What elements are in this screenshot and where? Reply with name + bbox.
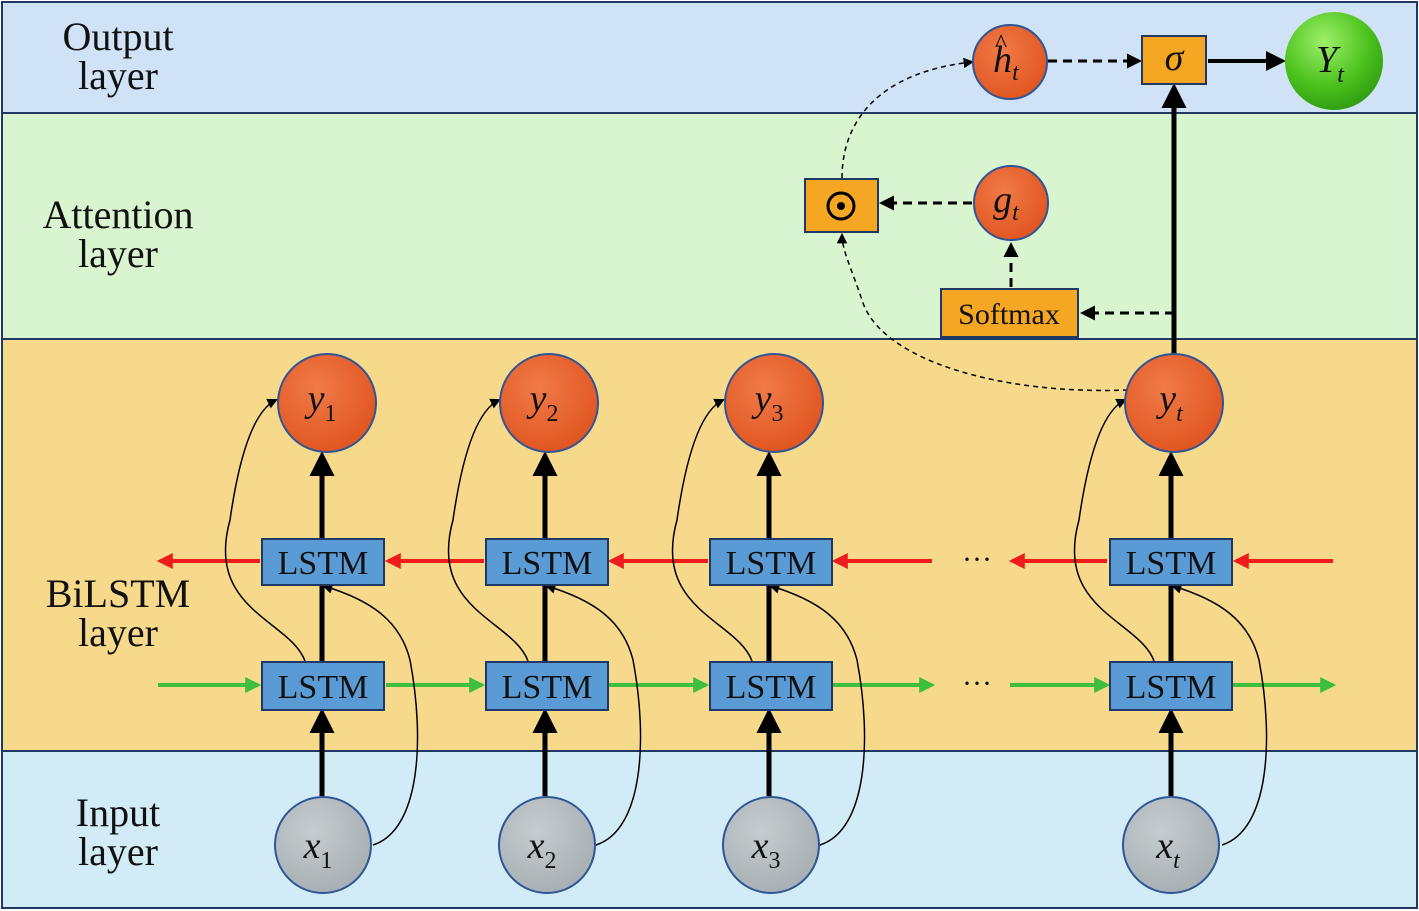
context-node-hhat-accent: ^ bbox=[995, 29, 1007, 58]
context-node-hhat bbox=[972, 24, 1048, 100]
context-node-hhat-label: ht bbox=[993, 39, 1020, 86]
input-node-x3-label: x3 bbox=[751, 825, 781, 874]
forward-lstm-box-2 bbox=[485, 661, 609, 711]
output-nodes: y1 y2 y3 yt bbox=[277, 353, 1224, 453]
backward-lstm-box-1 bbox=[261, 538, 385, 586]
output-node-y3 bbox=[724, 353, 824, 453]
output-node-y2-label: y2 bbox=[526, 378, 559, 427]
output-node-yt-label: yt bbox=[1155, 378, 1184, 427]
output-layer-elements: ht ^ σ Yt bbox=[972, 12, 1383, 110]
sigma-label: σ bbox=[1165, 37, 1185, 79]
input-node-xt-label: xt bbox=[1155, 825, 1181, 874]
input-to-backward-lstm-curve bbox=[1170, 583, 1268, 846]
sigma-box bbox=[1141, 35, 1207, 85]
input-node-xt bbox=[1122, 796, 1220, 894]
attention-layer-label-line1: Attention bbox=[42, 192, 193, 237]
bilstm-layer-label-line2: layer bbox=[78, 610, 158, 655]
bilstm-layer-label-line1: BiLSTM bbox=[46, 571, 190, 616]
yt-to-multiply-dashed-curve bbox=[836, 232, 1129, 392]
backward-lstm-label-t: LSTM bbox=[1126, 545, 1217, 582]
backward-lstm-label-3: LSTM bbox=[726, 545, 817, 582]
input-layer-label-line2: layer bbox=[78, 829, 158, 874]
final-output-node-Yt-label: Yt bbox=[1316, 39, 1345, 88]
output-node-y1 bbox=[277, 353, 377, 453]
output-node-y1-label: y1 bbox=[304, 378, 337, 427]
final-output-node-Yt bbox=[1285, 12, 1383, 110]
forward-lstm-box-1 bbox=[261, 661, 385, 711]
backward-lstm-label-1: LSTM bbox=[278, 545, 369, 582]
multiply-to-hhat-dashed-curve bbox=[841, 57, 975, 179]
forward-lstm-to-output-curve bbox=[224, 398, 306, 662]
output-node-y2 bbox=[499, 353, 599, 453]
backward-lstm-box-2 bbox=[485, 538, 609, 586]
output-node-y3-label: y3 bbox=[751, 378, 784, 427]
input-to-backward-lstm-curve bbox=[768, 583, 866, 846]
attention-weight-node-gt-label: gt bbox=[993, 179, 1020, 226]
ellipsis-forward: ··· bbox=[962, 667, 992, 700]
forward-lstm-label-t: LSTM bbox=[1126, 669, 1217, 706]
input-layer-label-line1: Input bbox=[76, 790, 160, 835]
layer-labels: Output layer Attention layer BiLSTM laye… bbox=[42, 14, 193, 874]
backward-lstm-box-t bbox=[1109, 538, 1233, 586]
forward-lstm-to-output-curve bbox=[447, 398, 529, 662]
input-nodes: x1 x2 x3 xt bbox=[274, 796, 1220, 894]
ellipsis-backward: ··· bbox=[962, 543, 992, 576]
backward-lstm-box-3 bbox=[709, 538, 833, 586]
output-node-yt bbox=[1124, 353, 1224, 453]
input-node-x2-label: x2 bbox=[527, 825, 557, 874]
elementwise-multiply-symbol bbox=[826, 191, 856, 221]
skip-connections bbox=[224, 398, 1268, 846]
attention-layer-label-line2: layer bbox=[78, 231, 158, 276]
input-node-x1 bbox=[274, 796, 372, 894]
output-layer-label-line1: Output bbox=[62, 14, 173, 59]
input-node-x2 bbox=[498, 796, 596, 894]
softmax-box bbox=[940, 288, 1079, 338]
forward-lstm-to-output-curve bbox=[1073, 398, 1155, 662]
vertical-arrows bbox=[309, 83, 1187, 796]
forward-lstm-box-3 bbox=[709, 661, 833, 711]
lstm-boxes: LSTM LSTM LSTM LSTM LSTM LSTM LSTM LSTM bbox=[261, 538, 1233, 711]
input-to-backward-lstm-curve bbox=[544, 583, 642, 846]
input-node-x1-label: x1 bbox=[303, 825, 333, 874]
attention-elements: Softmax gt ⊙ bbox=[804, 165, 1079, 338]
attention-connections bbox=[836, 51, 1286, 392]
forward-lstm-label-3: LSTM bbox=[726, 669, 817, 706]
output-layer-label-line2: layer bbox=[78, 53, 158, 98]
attention-weight-node-gt bbox=[973, 165, 1049, 241]
forward-lstm-label-2: LSTM bbox=[502, 669, 593, 706]
forward-lstm-to-output-curve bbox=[671, 398, 753, 662]
backward-lstm-label-2: LSTM bbox=[502, 545, 593, 582]
input-node-x3 bbox=[722, 796, 820, 894]
forward-lstm-box-t bbox=[1109, 661, 1233, 711]
attention-layer-band bbox=[1, 112, 1418, 340]
input-to-backward-lstm-curve bbox=[321, 583, 419, 846]
softmax-label: Softmax bbox=[958, 298, 1060, 331]
forward-lstm-label-1: LSTM bbox=[278, 669, 369, 706]
